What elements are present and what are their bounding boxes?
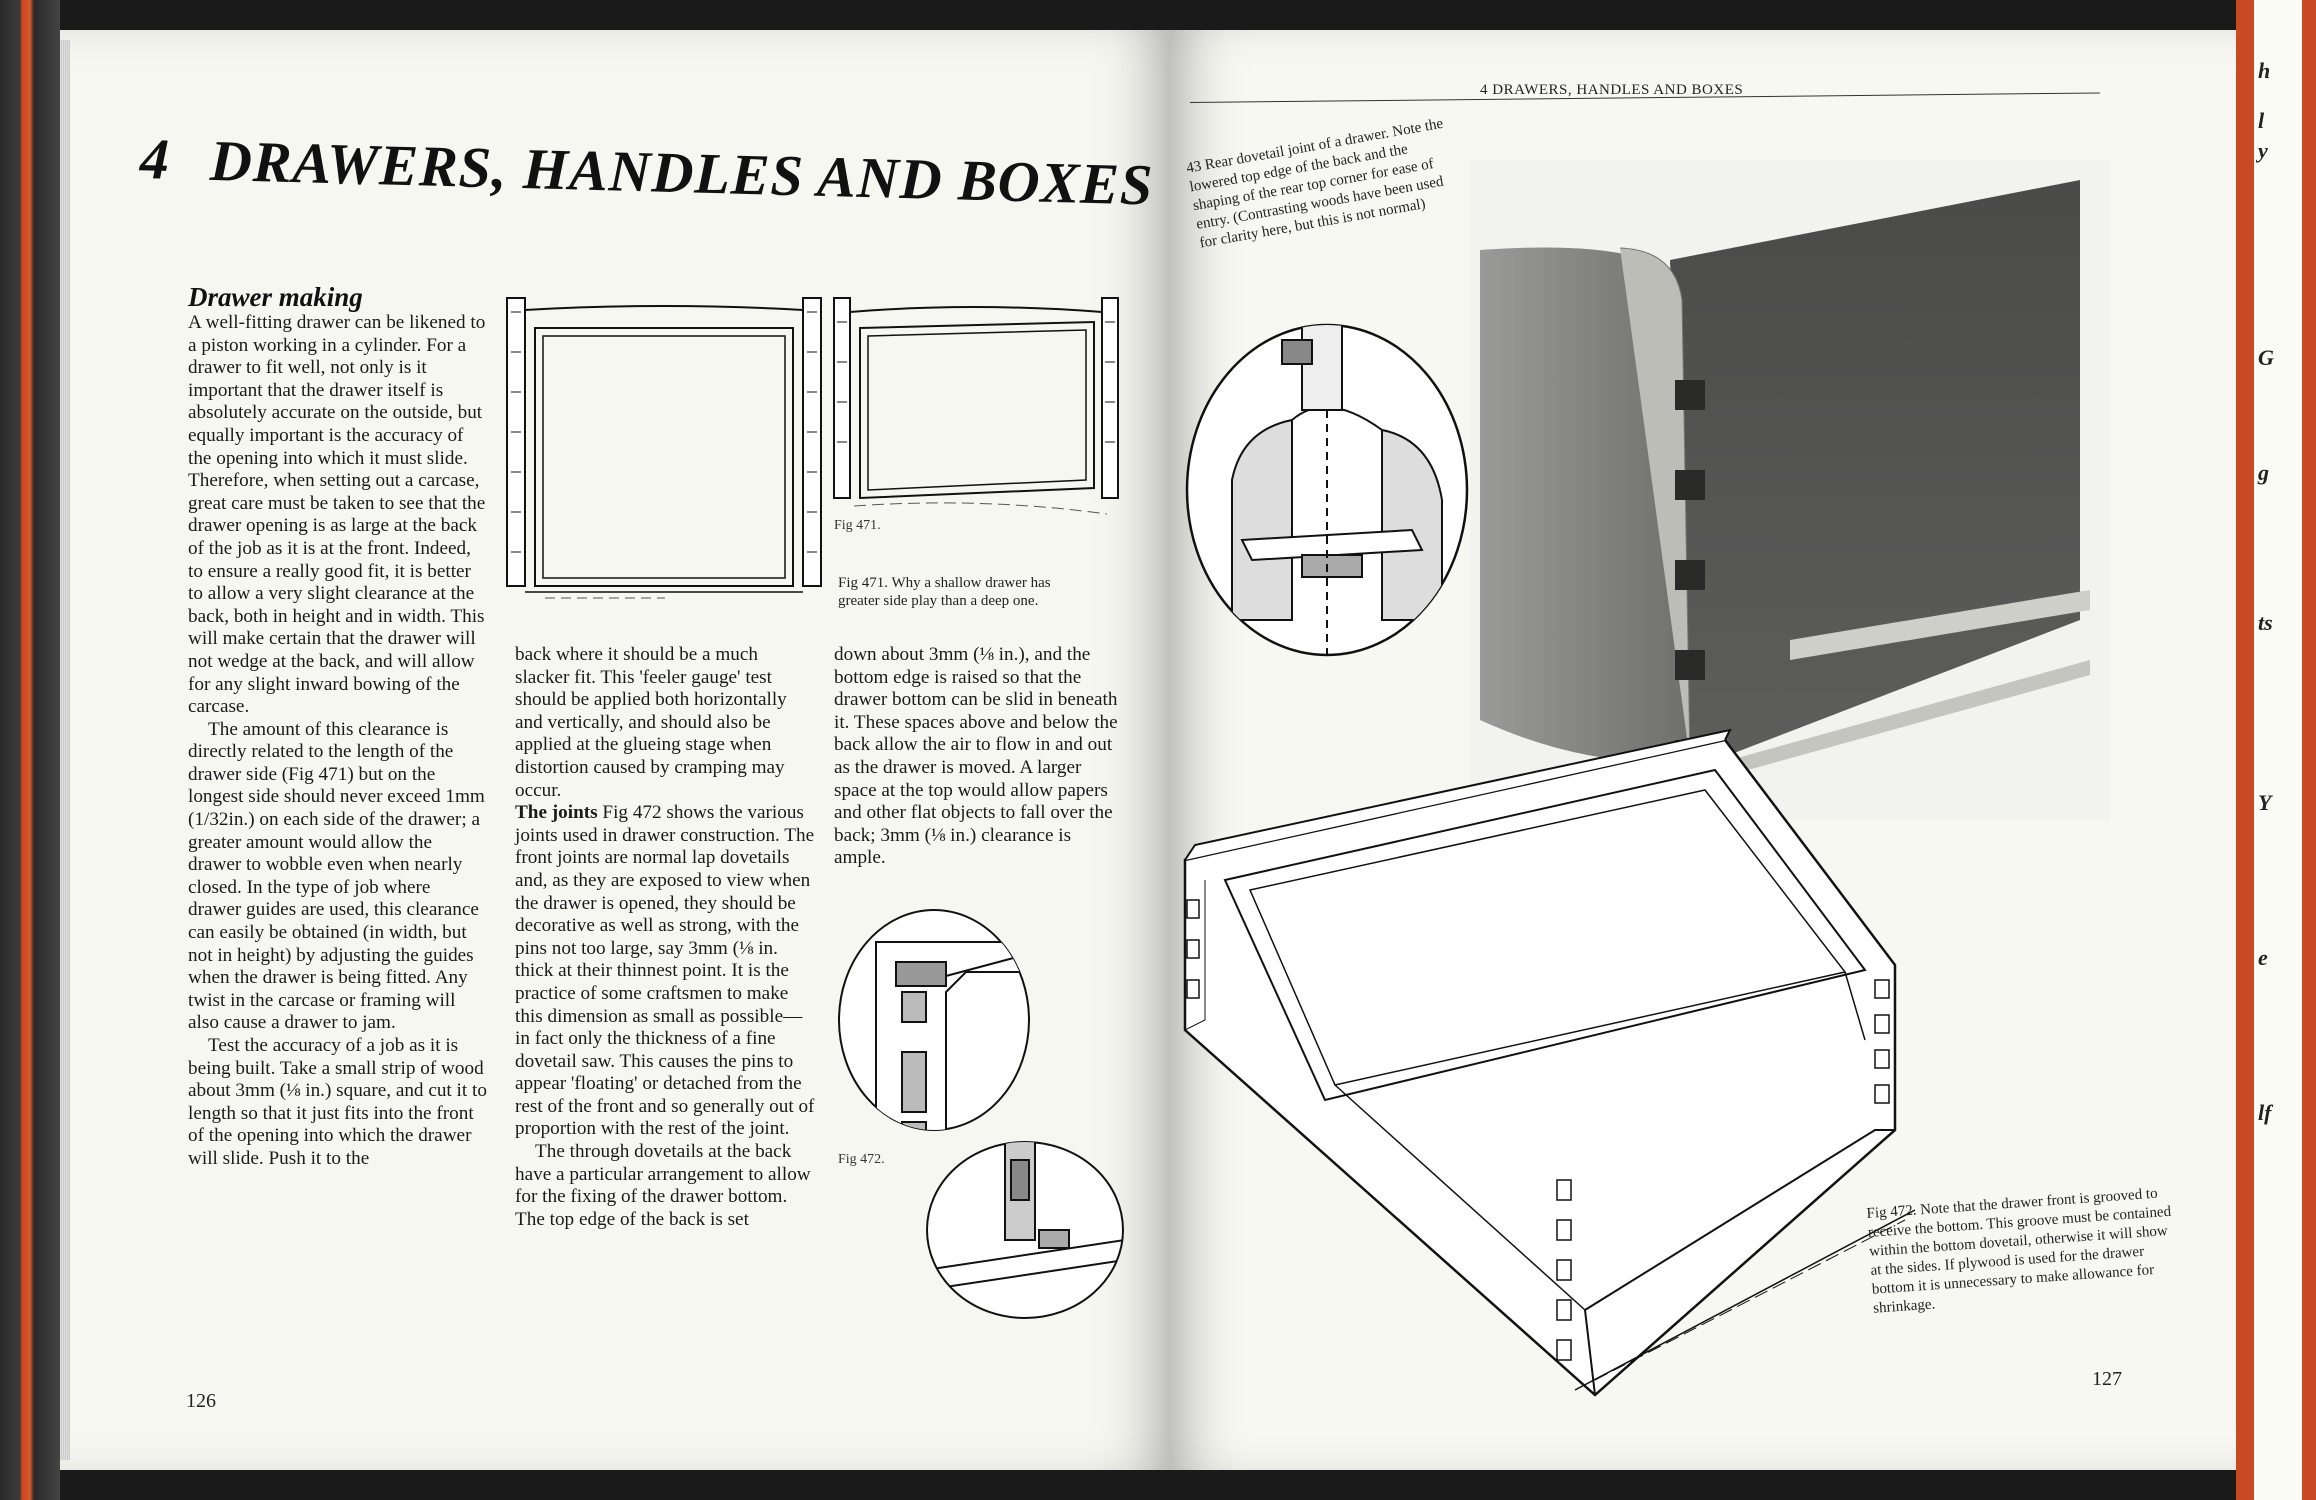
book-cover-left [0,0,60,1500]
fig471-caption: Fig 471. Why a shallow drawer has greate… [838,575,1051,609]
peek-letter: G [2258,345,2274,370]
rear-joint-detail-inset [1185,323,1469,657]
text-column-1: A well-fitting drawer can be likened to … [188,312,488,1171]
peek-letter: y [2258,138,2268,163]
peek-letter: lf [2258,1100,2272,1125]
fig471-shallow-drawer-drawing [833,297,1119,515]
rear-dovetail-photo [1470,160,2110,820]
fig471-deep-drawer-drawing [506,297,822,599]
fig472-rear-joint-detail [926,1141,1124,1319]
joints-run-in-heading: The joints [515,802,598,824]
paragraph: down about 3mm (⅛ in.), and the bottom e… [834,644,1118,869]
peek-letter: Y [2258,790,2272,815]
fig471-label: Fig 471. [834,518,881,533]
fig472-drawer-drawing [1183,728,1916,1397]
paragraph: The through dovetails at the back have a… [515,1141,811,1230]
peek-letter: l [2258,108,2265,133]
running-head: 4 DRAWERS, HANDLES AND BOXES [1480,82,1744,98]
paragraph: A well-fitting drawer can be likened to … [188,312,486,718]
paragraph: The amount of this clearance is directly… [188,718,485,1034]
next-book-page-edge: h l y G g ts Y e lf [2254,0,2302,1500]
peek-letter: e [2258,945,2268,970]
text-column-3: down about 3mm (⅛ in.), and the bottom e… [834,644,1124,870]
page-edges [60,40,70,1460]
paragraph: Test the accuracy of a job as it is bein… [188,1035,487,1169]
peek-letter: ts [2258,610,2273,635]
fig472-front-joint-detail [838,909,1030,1131]
page-number-right: 127 [2092,1368,2122,1390]
fig472-caption: Fig 472. Note that the drawer front is g… [1866,1185,2172,1317]
peek-letter: h [2258,58,2271,83]
paragraph: Fig 472 shows the various joints used in… [515,802,815,1140]
peek-letter: g [2258,460,2269,485]
paragraph: back where it should be a much slacker f… [515,644,787,801]
page-number-left: 126 [186,1390,216,1412]
text-column-2: back where it should be a much slacker f… [515,644,815,1231]
section-heading: Drawer making [188,282,363,312]
fig472-label: Fig 472. [838,1152,885,1167]
chapter-number: 4 [139,126,171,192]
